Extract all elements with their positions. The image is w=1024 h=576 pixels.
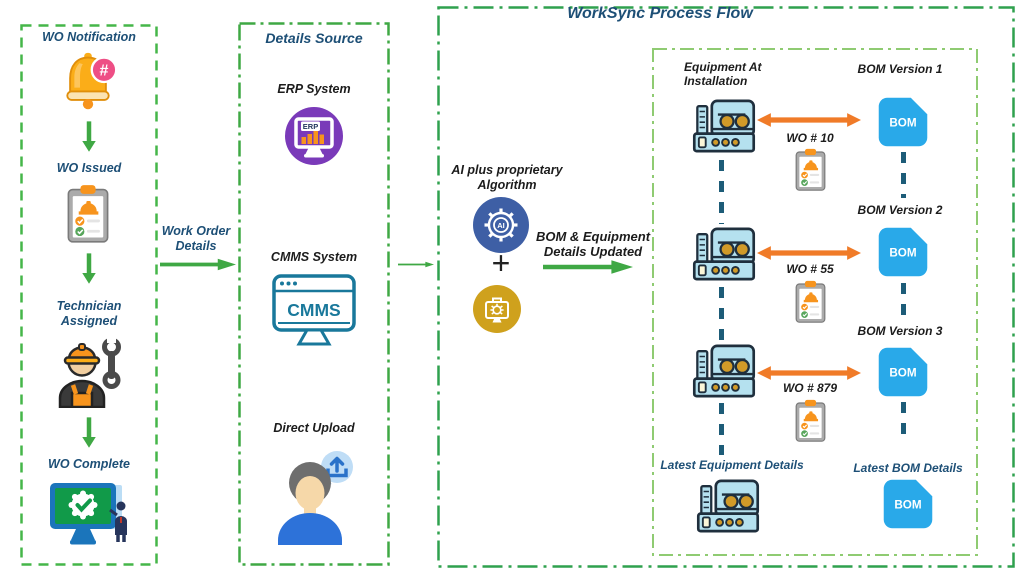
technician-assigned-label: Technician Assigned [56, 299, 122, 328]
flow-arrow-down-icon [80, 120, 98, 153]
work-order-details-label: Work Order Details [161, 224, 231, 253]
plus-sign: + [491, 245, 511, 281]
direct-upload-label: Direct Upload [273, 421, 355, 435]
bom-timeline-dashed-line [901, 152, 906, 198]
bom-timeline-dashed-line [901, 283, 906, 325]
ai-icon-text: AI [497, 221, 505, 230]
bom-file-icon: BOM [882, 478, 934, 530]
sync-double-arrow-icon [757, 243, 861, 263]
ai-algorithm-label: AI plus proprietary Algorithm [451, 163, 563, 192]
bom-version-2-label: BOM Version 2 [857, 203, 943, 217]
bell-notification-icon: # [66, 52, 118, 110]
latest-bom-details-label: Latest BOM Details [853, 461, 963, 475]
cmms-system-icon: CMMS [272, 274, 356, 346]
wo-number-55-label: WO # 55 [786, 262, 834, 276]
flow-arrow-down-icon [80, 416, 98, 449]
bom-file-icon: BOM [877, 96, 929, 148]
person-upload-icon [278, 451, 353, 545]
bom-file-icon: BOM [877, 226, 929, 278]
wo-number-879-label: WO # 879 [782, 381, 838, 395]
worksync-title: WorkSync Process Flow [567, 5, 753, 22]
flow-arrow-right-icon [160, 256, 236, 273]
work-order-clipboard-icon [64, 183, 112, 244]
bom-version-3-label: BOM Version 3 [857, 324, 943, 338]
details-source-title: Details Source [265, 30, 363, 46]
flow-arrow-right-icon [398, 256, 434, 273]
flow-arrow-right-icon [538, 258, 638, 276]
wo-lifecycle-panel-border [20, 24, 158, 566]
bom-icon-text: BOM [889, 116, 916, 129]
bom-icon-text: BOM [894, 498, 921, 511]
bom-icon-text: BOM [889, 246, 916, 259]
bom-icon-text: BOM [889, 366, 916, 379]
bom-equipment-updated-label: BOM & Equipment Details Updated [535, 229, 651, 260]
equipment-at-installation-label: Equipment At Installation [684, 60, 762, 89]
bom-file-icon: BOM [877, 346, 929, 398]
equipment-timeline-dashed-line [719, 160, 724, 224]
svg-text:#: # [100, 62, 109, 79]
wo-notification-label: WO Notification [42, 30, 136, 44]
bom-timeline-dashed-line [901, 402, 906, 434]
flow-arrow-down-icon [80, 252, 98, 285]
erp-icon-text: ERP [303, 122, 318, 131]
equipment-icon [692, 226, 756, 282]
work-order-clipboard-icon [793, 398, 828, 443]
monitor-check-icon [50, 483, 127, 545]
technician-icon [58, 336, 121, 408]
sync-double-arrow-icon [757, 110, 861, 130]
sync-double-arrow-icon [757, 363, 861, 383]
equipment-icon [696, 478, 760, 534]
cmms-icon-text: CMMS [287, 300, 340, 320]
proprietary-algorithm-icon [473, 285, 521, 333]
wo-issued-label: WO Issued [56, 161, 122, 175]
equipment-icon [692, 98, 756, 154]
ai-gear-icon: AI [473, 197, 529, 253]
worksync-panel-border [437, 6, 1015, 568]
process-inner-panel-border [652, 48, 978, 556]
equipment-icon [692, 343, 756, 399]
wo-complete-label: WO Complete [48, 457, 130, 471]
work-order-clipboard-icon [793, 279, 828, 324]
details-source-panel-border [238, 22, 390, 566]
erp-system-label: ERP System [277, 82, 351, 96]
cmms-system-label: CMMS System [270, 250, 358, 264]
erp-system-icon: ERP [285, 107, 343, 165]
bom-version-1-label: BOM Version 1 [857, 62, 943, 76]
equipment-timeline-dashed-line [719, 287, 724, 341]
wo-number-10-label: WO # 10 [786, 131, 834, 145]
latest-equipment-details-label: Latest Equipment Details [660, 458, 804, 472]
work-order-clipboard-icon [793, 147, 828, 192]
equipment-timeline-dashed-line [719, 403, 724, 455]
